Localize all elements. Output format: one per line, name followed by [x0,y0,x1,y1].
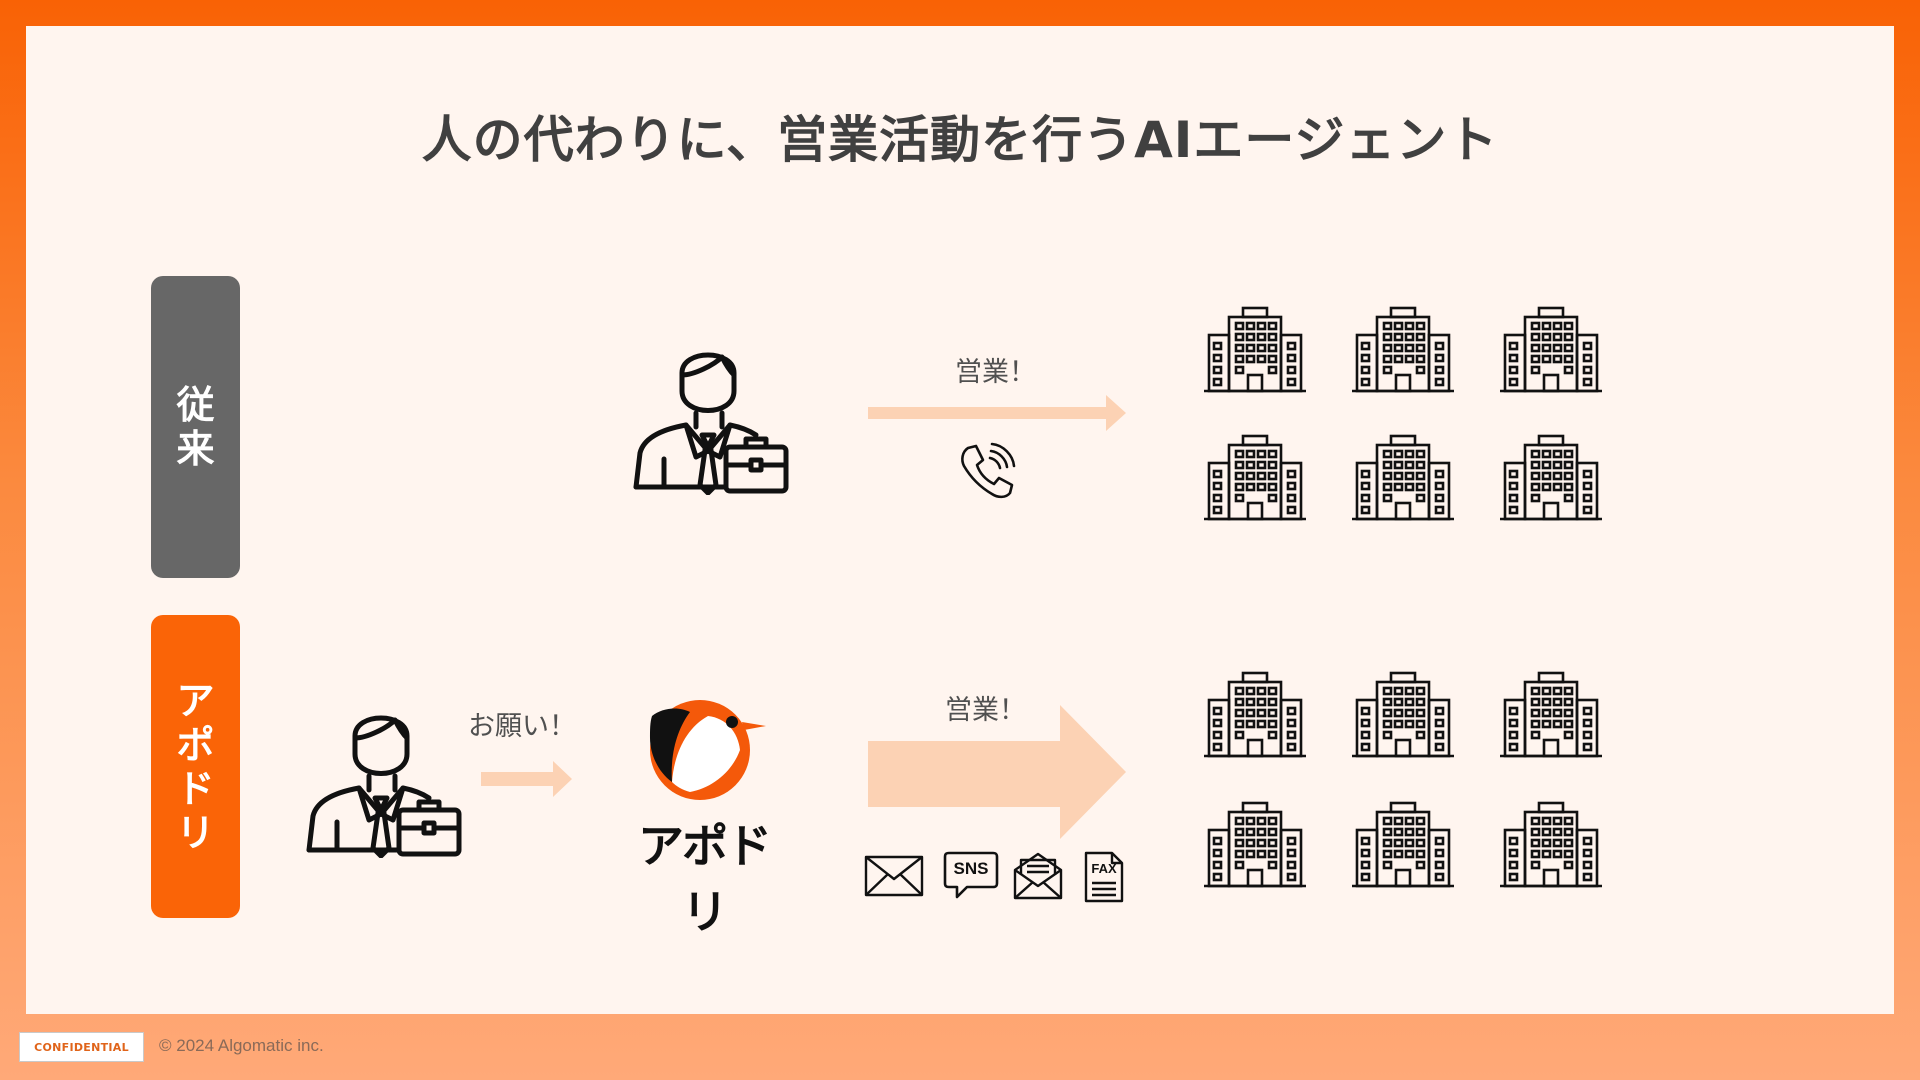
building-icon [1203,305,1307,393]
building-icon [1499,670,1603,758]
building-icon [1351,305,1455,393]
building-icon [1499,305,1603,393]
row-label-apotori: ア ポ ド リ [151,615,240,918]
mail-icon [864,855,924,897]
page-title: 人の代わりに、営業活動を行うAIエージェント [421,111,1499,169]
building-icon [1203,670,1307,758]
building-icon [1203,800,1307,888]
arrow-large-icon [868,705,1126,839]
confidential-badge: CONFIDENTIAL [19,1032,144,1062]
building-icon [1203,433,1307,521]
row-label-char: 来 [176,427,215,471]
copyright-text: © 2024 Algomatic inc. [159,1036,324,1055]
apotori-bird-logo-icon [650,700,766,800]
newsletter-icon [1013,852,1063,900]
businessperson-icon [630,335,790,495]
speech-sales-conventional: 営業！ [955,357,1036,388]
row-label-char: ポ [176,722,215,767]
row-label-conventional: 従 来 [151,276,240,578]
building-icon [1499,433,1603,521]
arrow-thin-icon [868,395,1126,431]
building-icon [1351,433,1455,521]
row-label-char: 従 [176,383,215,427]
fax-icon: FAX [1084,851,1124,903]
speech-request: お願い！ [468,711,576,742]
sns-icon: SNS [943,851,999,901]
building-icon [1351,670,1455,758]
businessperson-icon [303,698,463,858]
building-icon [1351,800,1455,888]
row-label-char: ド [176,766,215,811]
building-icon [1499,800,1603,888]
speech-sales-apotori: 営業！ [945,695,1026,726]
arrow-small-icon [481,761,572,797]
row-label-char: ア [176,678,215,723]
fax-label: FAX [1091,861,1117,876]
row-label-char: リ [176,810,215,855]
brand-name: アポドリ [638,819,772,939]
sns-label: SNS [953,859,989,878]
phone-icon [961,442,1016,499]
